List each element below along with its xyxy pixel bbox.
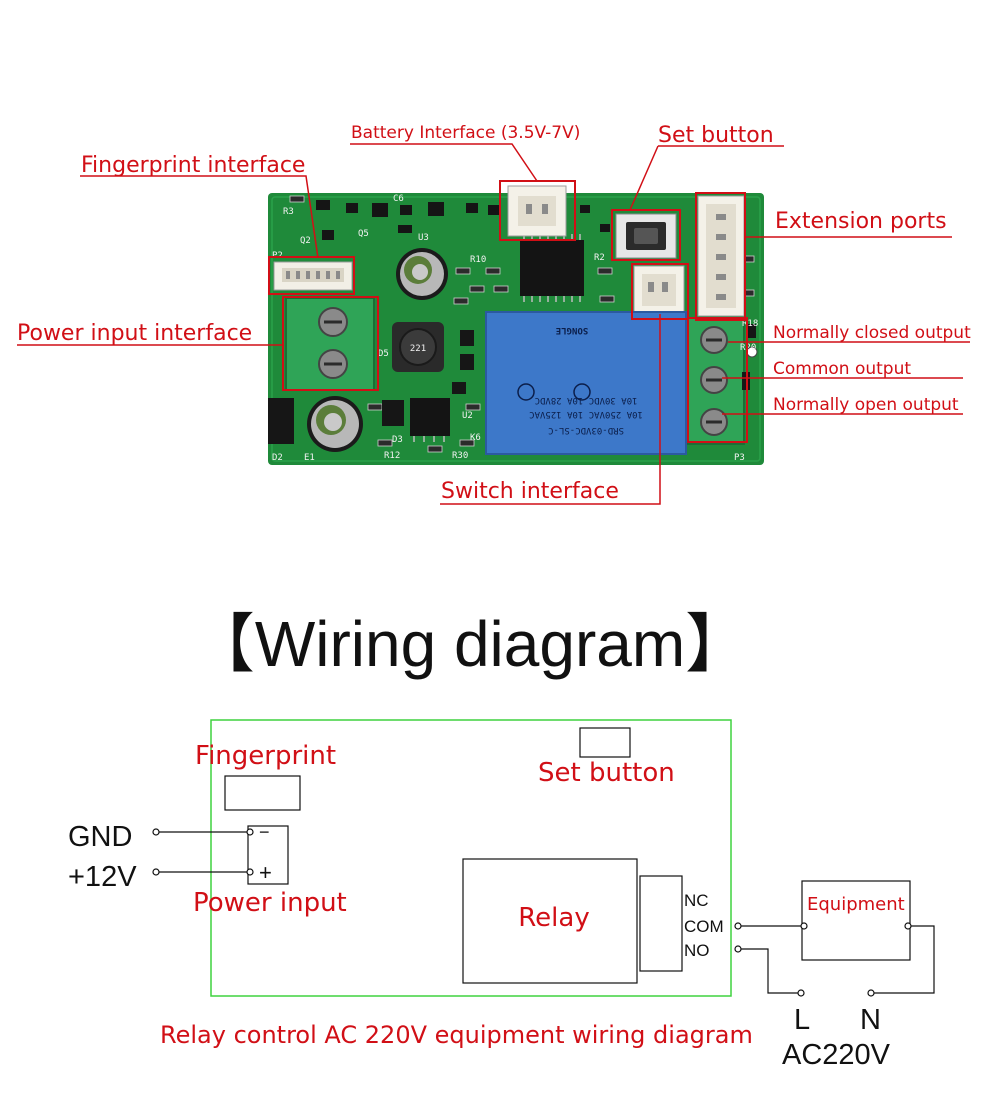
switch-connector [633, 265, 685, 315]
fingerprint-label: Fingerprint [195, 741, 336, 771]
inductor: 221 [392, 322, 444, 372]
smd-components-top [316, 200, 610, 240]
svg-text:Q2: Q2 [300, 236, 311, 246]
svg-text:U2: U2 [462, 411, 473, 421]
battery-box [499, 180, 576, 241]
equipment-label: Equipment [807, 894, 905, 915]
svg-text:R12: R12 [384, 451, 400, 461]
no-terminal-dot [734, 945, 742, 953]
svg-text:R18: R18 [742, 319, 758, 329]
set-button-box-diagram [579, 727, 631, 758]
svg-text:D5: D5 [378, 349, 389, 359]
output-terminal-block [687, 317, 758, 445]
fingerprint-box [268, 256, 355, 295]
capacitor-top [396, 248, 448, 300]
n-label: N [860, 1004, 881, 1036]
extension-ports-label: Extension ports [775, 209, 947, 234]
relay-rating-1: 10A 250VAC 10A 125VAC [529, 409, 643, 419]
relay-label: Relay [518, 903, 589, 933]
small-ic [410, 398, 450, 436]
gnd-label: GND [68, 821, 132, 853]
board-outline [210, 719, 732, 997]
wiring-caption: Relay control AC 220V equipment wiring d… [160, 1021, 753, 1049]
fingerprint-connector [273, 261, 353, 291]
svg-text:K6: K6 [470, 433, 481, 443]
normally-closed-output-label: Normally closed output [773, 323, 971, 343]
svg-text:C6: C6 [393, 194, 404, 204]
pcb-board: 221 [268, 185, 764, 465]
relay-box [462, 858, 638, 984]
svg-text:R20: R20 [740, 343, 756, 353]
callout-boxes [268, 180, 748, 443]
svg-text:R30: R30 [452, 451, 468, 461]
main-ic [520, 240, 584, 296]
diode-d2 [268, 398, 294, 444]
power-input-label: Power input [193, 888, 347, 918]
inductor-label: 221 [410, 344, 426, 354]
relay-terminal-block [639, 875, 683, 972]
board-labels: Battery Interface (3.5V-7V) Set button F… [17, 123, 971, 504]
svg-text:R10: R10 [470, 255, 486, 265]
svg-text:Q5: Q5 [358, 229, 369, 239]
fingerprint-interface-label: Fingerprint interface [81, 153, 305, 178]
main-ic-pins [523, 234, 581, 302]
nc-label: NC [684, 891, 709, 910]
extension-connector [697, 195, 745, 317]
svg-text:D2: D2 [272, 453, 283, 463]
smd-resistors [289, 195, 755, 453]
relay-component: SRD-03VDC-SL-C 10A 250VAC 10A 125VAC 10A… [485, 311, 687, 455]
normally-open-output-label: Normally open output [773, 395, 959, 415]
output-box [687, 317, 748, 443]
set-button-label: Set button [658, 123, 774, 148]
wiring-title: 【Wiring diagram】 [191, 608, 749, 680]
svg-text:R2: R2 [594, 253, 605, 263]
power-input-terminal [247, 825, 289, 885]
l-label: L [794, 1004, 810, 1036]
v12-terminal-dot [152, 868, 160, 876]
minus-label: − [259, 822, 270, 842]
wiring-diagram: Fingerprint Set button GND +12V − + Powe… [68, 719, 935, 1071]
battery-connector [507, 185, 567, 237]
relay-rating-2: 10A 30VDC 10A 28VDC [535, 395, 638, 405]
set-button-box [611, 209, 681, 261]
l-terminal-dot [797, 989, 805, 997]
n-terminal-dot [867, 989, 875, 997]
svg-text:E1: E1 [304, 453, 315, 463]
battery-interface-label: Battery Interface (3.5V-7V) [351, 123, 580, 143]
com-label: COM [684, 917, 724, 936]
svg-text:R3: R3 [283, 207, 294, 217]
svg-text:D3: D3 [392, 435, 403, 445]
power-box [282, 296, 379, 391]
relay-brand: SONGLE [556, 325, 589, 335]
com-terminal-dot [734, 922, 742, 930]
callout-leaders [17, 143, 970, 505]
extension-box [695, 192, 746, 321]
ac220v-label: AC220V [782, 1039, 891, 1071]
fingerprint-port [224, 775, 301, 811]
set-button-diagram-label: Set button [538, 758, 675, 788]
gnd-terminal-dot [152, 828, 160, 836]
relay-model: SRD-03VDC-SL-C [548, 425, 624, 435]
transistor [382, 400, 404, 426]
common-output-label: Common output [773, 359, 911, 379]
v12-label: +12V [68, 861, 137, 893]
svg-text:U3: U3 [418, 233, 429, 243]
equipment-box [801, 880, 911, 961]
set-button-component [615, 213, 677, 259]
switch-interface-label: Switch interface [441, 479, 619, 504]
power-input-interface-label: Power input interface [17, 321, 252, 346]
capacitor-bottom [307, 396, 363, 452]
power-terminal-block [285, 297, 375, 391]
no-label: NO [684, 941, 710, 960]
plus-label: + [259, 860, 272, 885]
svg-text:P3: P3 [734, 453, 745, 463]
